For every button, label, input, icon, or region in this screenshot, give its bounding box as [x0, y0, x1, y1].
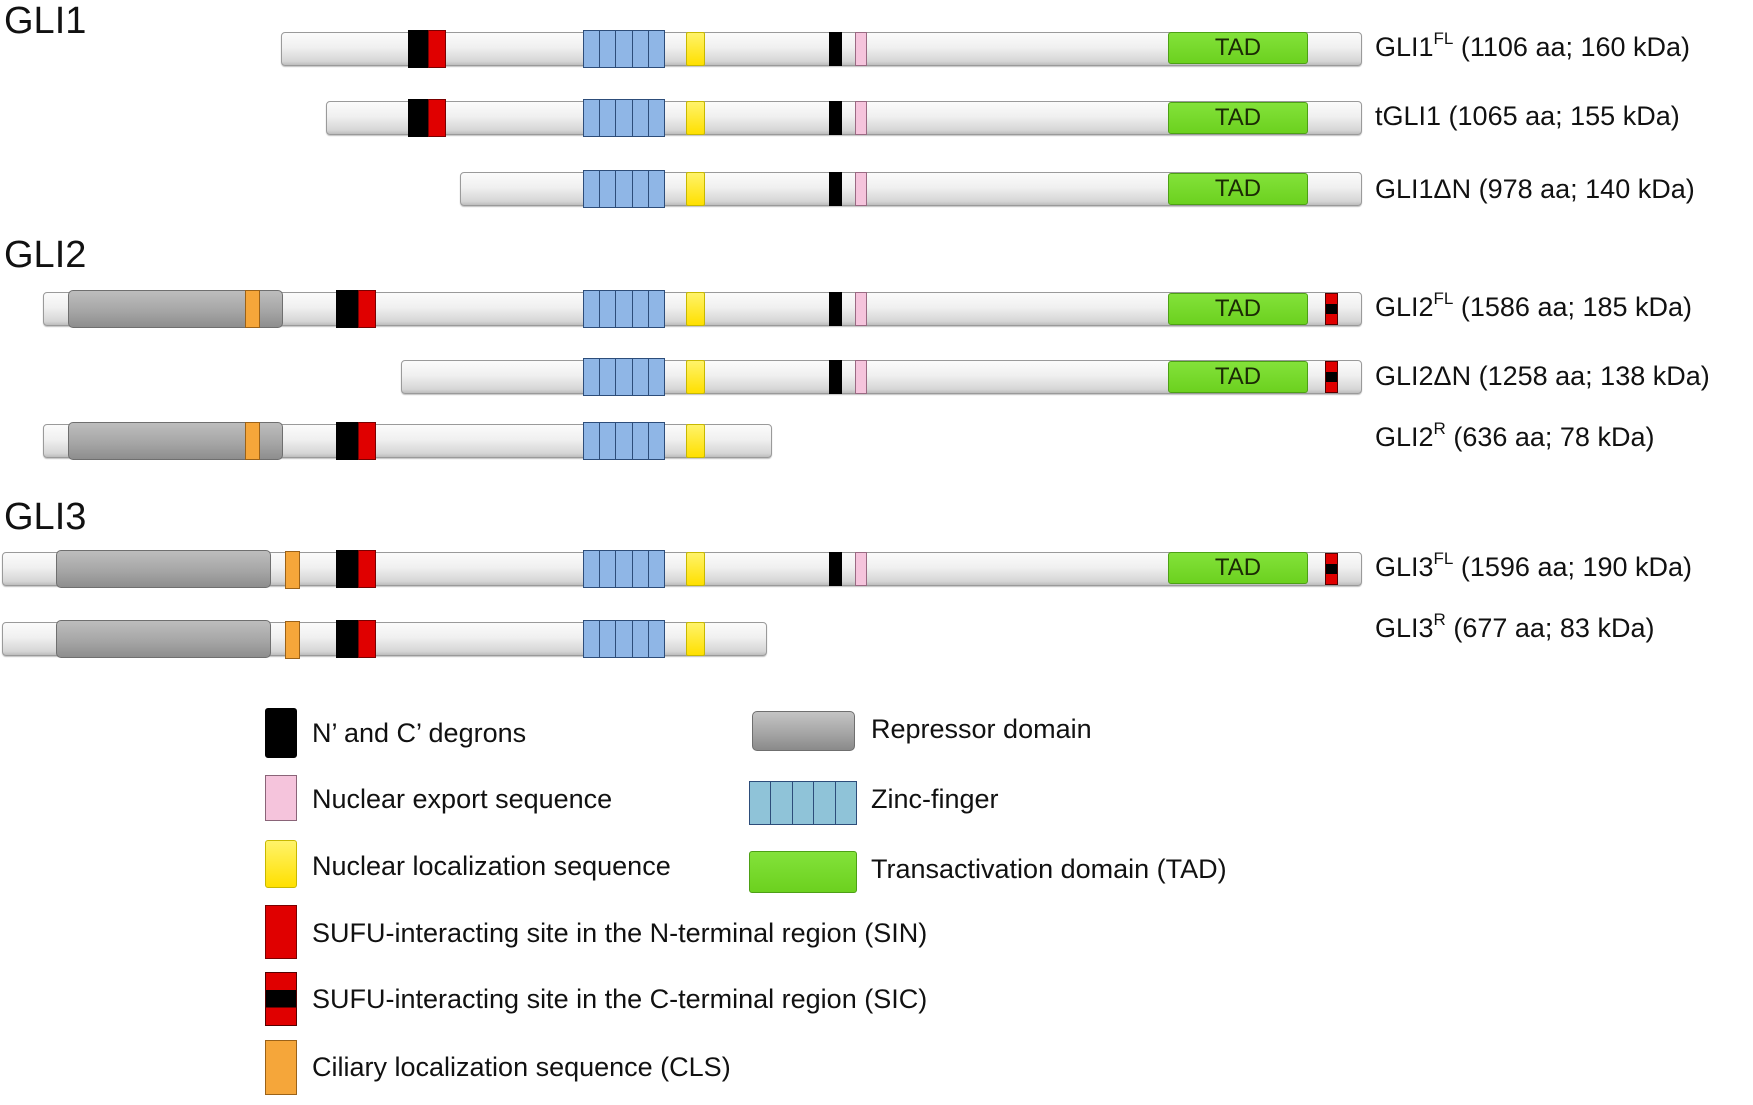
zinc-finger-domain	[583, 290, 665, 328]
nls-motif	[686, 32, 705, 66]
zinc-finger-domain	[583, 422, 665, 460]
n-degron	[408, 30, 428, 68]
zinc-finger-domain	[583, 99, 665, 137]
tad-domain: TAD	[1168, 552, 1308, 584]
sin-site	[358, 620, 376, 658]
legend-label-nes: Nuclear export sequence	[312, 784, 613, 814]
isoform-label-gli3-r: GLI3R (677 aa; 83 kDa)	[1375, 610, 1655, 643]
nes-motif	[855, 172, 867, 206]
isoform-label-gli1-fl: GLI1FL (1106 aa; 160 kDa)	[1375, 29, 1691, 62]
cls-motif	[285, 551, 300, 589]
nes-motif	[855, 360, 867, 394]
legend-swatch-zinc-finger	[749, 781, 857, 825]
group-title-gli3: GLI3	[4, 496, 87, 538]
legend-label-nls: Nuclear localization sequence	[312, 851, 671, 881]
cls-motif	[285, 621, 300, 659]
tad-domain: TAD	[1168, 102, 1308, 134]
repressor-domain	[56, 620, 271, 658]
group-title-gli1: GLI1	[4, 0, 87, 42]
isoform-label-gli1-dn: GLI1ΔN (978 aa; 140 kDa)	[1375, 174, 1695, 204]
nes-motif	[855, 32, 867, 66]
zinc-finger-domain	[583, 170, 665, 208]
nls-motif	[686, 622, 705, 656]
c-degron	[829, 552, 842, 586]
legend-swatch-nes	[265, 775, 297, 821]
c-degron	[829, 32, 842, 66]
isoform-label-gli2-fl: GLI2FL (1586 aa; 185 kDa)	[1375, 289, 1693, 322]
zinc-finger-domain	[583, 358, 665, 396]
tad-domain: TAD	[1168, 32, 1308, 64]
n-degron	[336, 422, 358, 460]
nls-motif	[686, 360, 705, 394]
legend-label-repressor: Repressor domain	[871, 714, 1092, 744]
legend-swatch-nls	[265, 840, 297, 888]
isoform-label-gli2-r: GLI2R (636 aa; 78 kDa)	[1375, 419, 1655, 452]
n-degron	[408, 99, 428, 137]
zinc-finger-domain	[583, 30, 665, 68]
nls-motif	[686, 424, 705, 458]
cls-motif	[245, 422, 260, 460]
nls-motif	[686, 172, 705, 206]
isoform-label-gli3-fl: GLI3FL (1596 aa; 190 kDa)	[1375, 549, 1693, 582]
isoform-label-tgli1: tGLI1 (1065 aa; 155 kDa)	[1375, 101, 1680, 131]
nes-motif	[855, 292, 867, 326]
legend-swatch-cls	[265, 1040, 297, 1095]
nls-motif	[686, 292, 705, 326]
cls-motif	[245, 290, 260, 328]
nls-motif	[686, 552, 705, 586]
nes-motif	[855, 552, 867, 586]
legend-swatch-sic	[265, 972, 297, 1026]
tad-domain: TAD	[1168, 173, 1308, 205]
n-degron	[336, 620, 358, 658]
tad-domain: TAD	[1168, 361, 1308, 393]
legend-swatch-sin	[265, 905, 297, 959]
sin-site	[428, 30, 446, 68]
legend-label-tad: Transactivation domain (TAD)	[871, 854, 1227, 884]
c-degron	[829, 292, 842, 326]
tad-domain: TAD	[1168, 293, 1308, 325]
legend-label-sic: SUFU-interacting site in the C-terminal …	[312, 984, 928, 1014]
zinc-finger-domain	[583, 550, 665, 588]
group-title-gli2: GLI2	[4, 234, 87, 276]
legend-swatch-degron	[265, 708, 297, 758]
zinc-finger-domain	[583, 620, 665, 658]
sic-site	[1325, 293, 1338, 325]
sin-site	[358, 290, 376, 328]
sic-site	[1325, 361, 1338, 393]
legend-label-degron: N’ and C’ degrons	[312, 718, 527, 748]
sin-site	[358, 422, 376, 460]
c-degron	[829, 360, 842, 394]
sin-site	[358, 550, 376, 588]
repressor-domain	[56, 550, 271, 588]
c-degron	[829, 101, 842, 135]
sin-site	[428, 99, 446, 137]
legend-swatch-tad	[749, 851, 857, 893]
legend-label-zinc-finger: Zinc-finger	[871, 784, 999, 814]
legend-label-cls: Ciliary localization sequence (CLS)	[312, 1052, 731, 1082]
nls-motif	[686, 101, 705, 135]
nes-motif	[855, 101, 867, 135]
n-degron	[336, 550, 358, 588]
n-degron	[336, 290, 358, 328]
legend-label-sin: SUFU-interacting site in the N-terminal …	[312, 918, 928, 948]
legend-swatch-repressor	[752, 711, 855, 751]
isoform-label-gli2-dn: GLI2ΔN (1258 aa; 138 kDa)	[1375, 361, 1710, 391]
c-degron	[829, 172, 842, 206]
sic-site	[1325, 553, 1338, 585]
